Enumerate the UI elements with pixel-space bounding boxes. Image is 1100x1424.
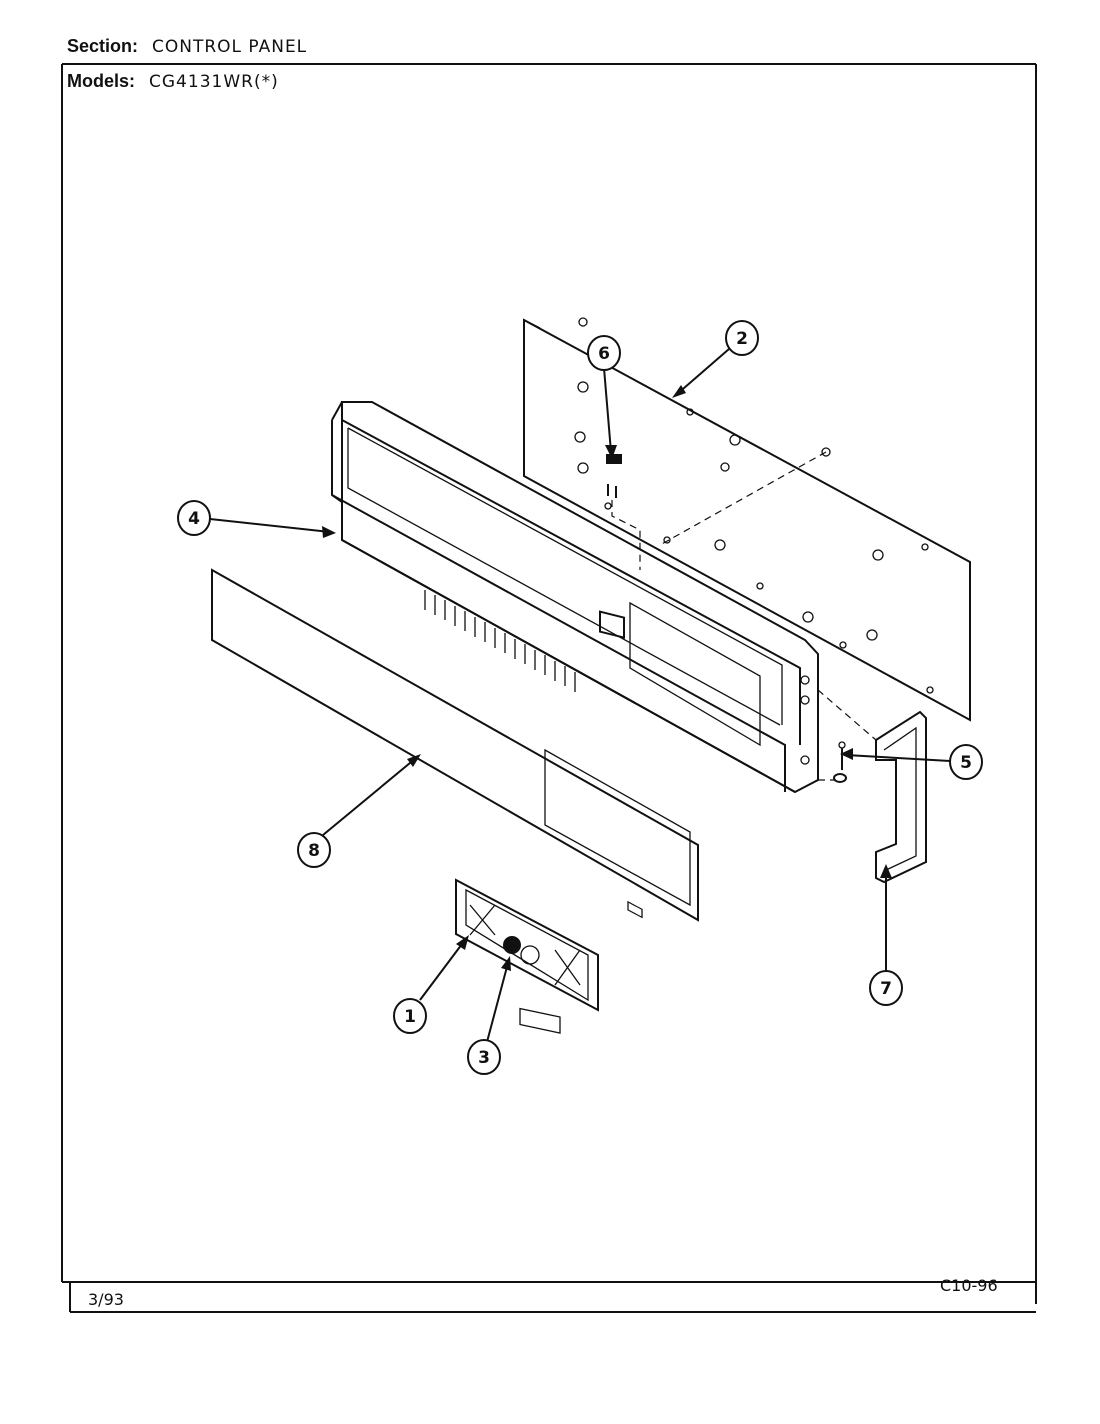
models-header: Models: CG4131WR(*) [67,71,279,92]
switch-part [599,454,641,639]
callout-1-label: 1 [404,1007,416,1027]
callout-3-label: 3 [478,1048,490,1068]
footer-page-code: C10-96 [940,1276,998,1295]
callout-2-label: 2 [736,329,748,349]
vent-slots [424,590,576,692]
control-panel-body [331,401,819,919]
callout-2: 2 [725,320,759,356]
end-screws [817,689,877,783]
callout-6: 6 [587,335,621,371]
footer-date: 3/93 [88,1290,124,1309]
models-value: CG4131WR(*) [149,72,279,92]
leader-lines [209,348,951,1043]
section-label: Section: [67,36,139,56]
callout-8: 8 [297,832,331,868]
overlay-panel [211,568,699,922]
callout-8-label: 8 [308,841,320,861]
callout-6-label: 6 [598,344,610,364]
plate-screw [659,447,831,546]
end-cap [875,710,927,884]
section-header: Section: CONTROL PANEL [67,36,307,57]
callout-7: 7 [869,970,903,1006]
page-frame [61,63,1037,1313]
callout-4-label: 4 [188,509,200,529]
models-label: Models: [67,71,136,91]
callout-1: 1 [393,998,427,1034]
callout-5-label: 5 [960,753,972,773]
callout-5: 5 [949,744,983,780]
timer-module [455,878,599,1034]
callout-7-label: 7 [880,979,892,999]
callout-4: 4 [177,500,211,536]
section-value: CONTROL PANEL [152,37,308,57]
back-plate [523,317,971,722]
callout-3: 3 [467,1039,501,1075]
